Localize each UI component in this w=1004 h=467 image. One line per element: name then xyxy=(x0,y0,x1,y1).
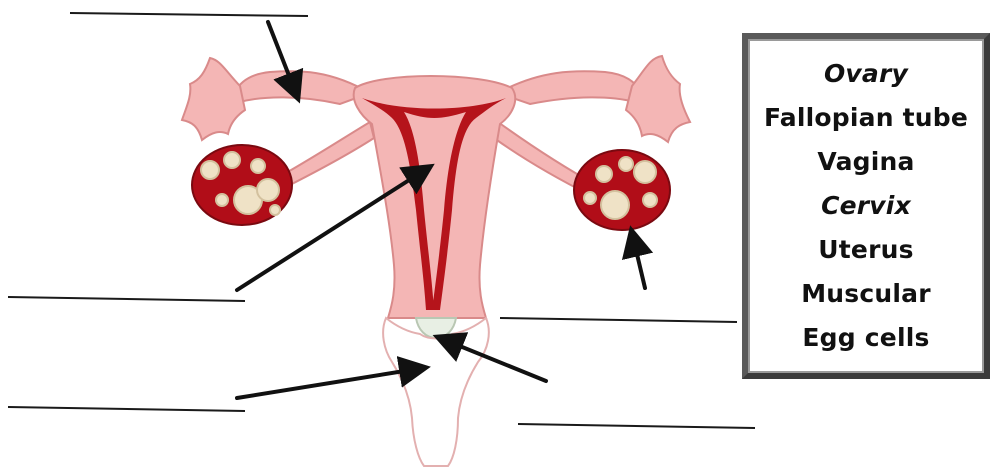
word-bank-list: Ovary Fallopian tube Vagina Cervix Uteru… xyxy=(764,52,968,360)
blank-line-left-middle[interactable] xyxy=(8,297,245,301)
blank-line-right-middle[interactable] xyxy=(500,318,737,322)
ovary-left xyxy=(192,145,292,225)
word-vagina: Vagina xyxy=(764,140,968,184)
fimbriae-right xyxy=(626,56,690,142)
blank-line-left-bottom[interactable] xyxy=(8,407,245,411)
blank-line-right-bottom[interactable] xyxy=(518,424,755,428)
vagina xyxy=(383,318,489,466)
arrow-to-right-ovary xyxy=(632,233,645,288)
fallopian-tube-right xyxy=(498,71,640,104)
blank-line-top[interactable] xyxy=(70,13,308,16)
word-uterus: Uterus xyxy=(764,228,968,272)
fimbriae-left xyxy=(182,58,245,140)
word-cervix: Cervix xyxy=(764,184,968,228)
word-bank-box: Ovary Fallopian tube Vagina Cervix Uteru… xyxy=(742,33,990,379)
uterus-anatomy xyxy=(182,56,690,466)
word-ovary: Ovary xyxy=(764,52,968,96)
word-muscular: Muscular xyxy=(764,272,968,316)
fallopian-tube-left xyxy=(235,71,370,104)
word-fallopian-tube: Fallopian tube xyxy=(764,96,968,140)
ovary-right xyxy=(574,150,670,230)
word-egg-cells: Egg cells xyxy=(764,316,968,360)
arrow-to-vagina xyxy=(237,368,423,398)
